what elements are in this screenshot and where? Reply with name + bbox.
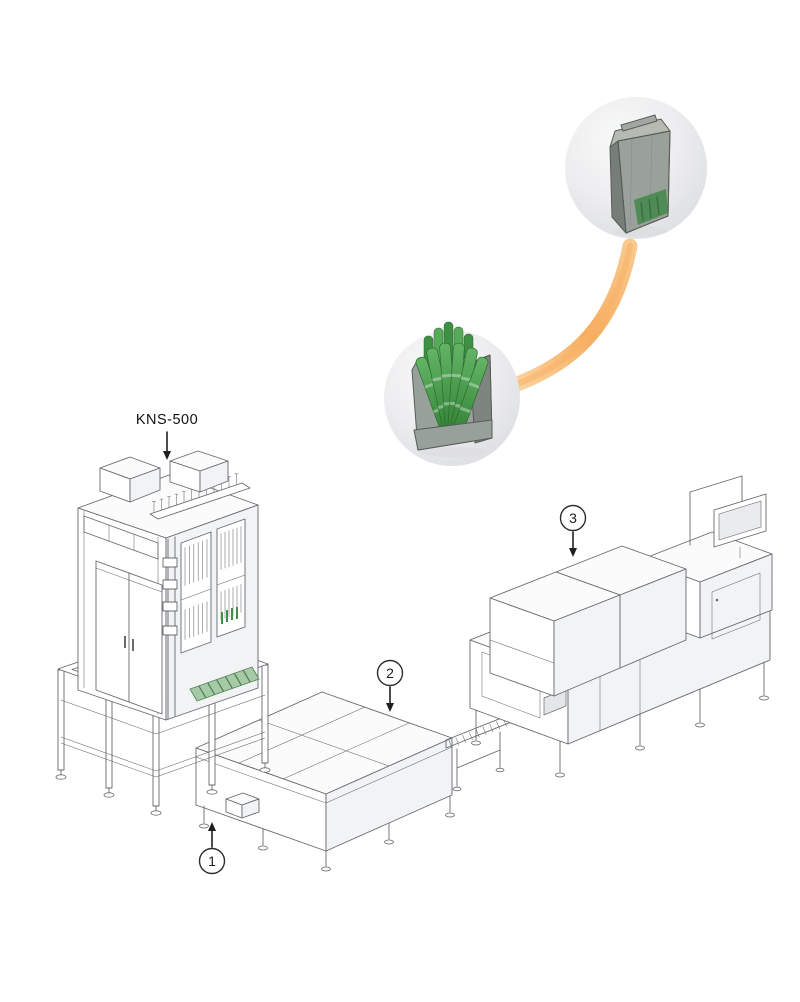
infeed-conveyor: [445, 712, 515, 792]
step-circle: [198, 847, 226, 875]
kns500-lane-windows: [162, 518, 246, 720]
label-kns500: KNS-500: [136, 412, 198, 460]
cartoning-machine: [469, 475, 773, 778]
arrow-down-icon: [569, 531, 577, 557]
outfeed-chute: [189, 666, 260, 702]
step-circle: [376, 659, 404, 687]
step-number: 1: [208, 853, 216, 869]
step-number: 2: [386, 665, 394, 681]
arrow-down-icon: [386, 686, 394, 712]
hopper-box-right: [169, 450, 229, 493]
step-marker-2: 2: [376, 659, 404, 712]
swoosh-connector: [498, 238, 638, 396]
table-feet: [199, 795, 455, 872]
kns500-machine: [55, 450, 271, 819]
hmi-monitor: [689, 475, 767, 559]
kns500-top-equipment: [99, 450, 251, 520]
machine3-module-front: [489, 571, 621, 697]
inset-sealed-bag: [565, 97, 707, 239]
stick-packs-in-machine: [221, 607, 238, 624]
machine3-feet: [471, 661, 769, 778]
step-marker-3: 3: [559, 504, 587, 557]
arrow-up-icon: [208, 822, 216, 848]
step-number: 3: [569, 510, 577, 526]
bag-front-strip: [413, 419, 493, 451]
sealed-bag-illustration: [609, 114, 671, 234]
monitor-screen: [718, 500, 762, 541]
door-handle: [715, 598, 719, 602]
step-marker-1: 1: [198, 822, 226, 875]
machine-model-label: KNS-500: [136, 412, 198, 428]
step-circle: [559, 504, 587, 532]
inset-open-bag: [384, 321, 520, 466]
collection-table: [195, 691, 455, 872]
kns500-doors: [95, 560, 163, 715]
door-handles: [124, 636, 134, 651]
stick-pack-fan: [415, 342, 489, 444]
arrow-down-icon: [163, 431, 171, 460]
kns500-cabinet: [77, 473, 259, 721]
hopper-box-left: [99, 456, 161, 503]
front-bin: [225, 792, 260, 819]
